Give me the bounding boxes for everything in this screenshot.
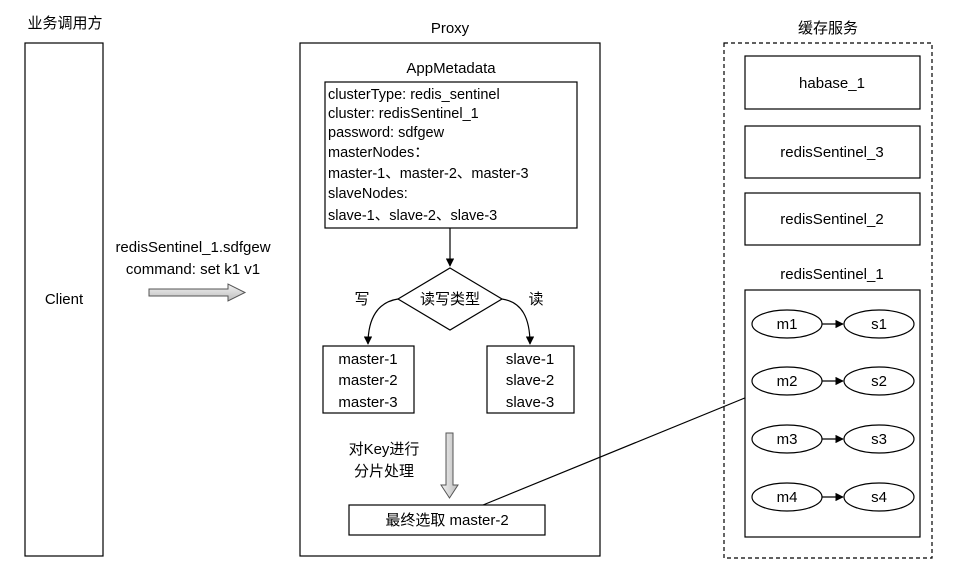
cache-container (723, 42, 933, 559)
node-s2-label: s2 (871, 373, 887, 390)
request-line-2: command: set k1 v1 (126, 261, 260, 278)
node-m1-label: m1 (777, 316, 798, 333)
service-redis-sentinel-2-label: redisSentinel_2 (780, 211, 883, 228)
service-habase-1 (744, 55, 921, 110)
metadata-line-7: slave-1、slave-2、slave-3 (328, 208, 497, 224)
shard-line-1: 对Key进行 (349, 441, 420, 458)
master-item-1: master-1 (338, 351, 397, 368)
metadata-line-3: password: sdfgew (328, 125, 445, 141)
request-line-1: redisSentinel_1.sdfgew (115, 239, 270, 256)
node-s3-label: s3 (871, 431, 887, 448)
decision-diamond (396, 267, 504, 331)
shard-line-2: 分片处理 (354, 463, 414, 480)
service-redis-sentinel-3 (744, 125, 921, 179)
metadata-line-2: cluster: redisSentinel_1 (328, 106, 479, 122)
shard-fat-arrow (440, 432, 459, 499)
caller-heading: 业务调用方 (27, 15, 102, 32)
decision-label: 读写类型 (420, 291, 480, 308)
metadata-title: AppMetadata (406, 60, 496, 77)
node-s3 (843, 424, 915, 454)
final-selection-box (348, 504, 546, 536)
service-redis-sentinel-3-label: redisSentinel_3 (780, 144, 883, 161)
client-box (24, 42, 104, 557)
slave-item-2: slave-2 (506, 372, 554, 389)
metadata-line-6: slaveNodes: (328, 186, 408, 202)
write-label: 写 (354, 291, 369, 308)
metadata-line-1: clusterType: redis_sentinel (328, 87, 500, 103)
node-m4-label: m4 (777, 489, 798, 506)
slave-item-3: slave-3 (506, 394, 554, 411)
write-branch-arrow (363, 298, 399, 345)
node-s1-label: s1 (871, 316, 887, 333)
service-redis-sentinel-2 (744, 192, 921, 246)
sentinel-1-title: redisSentinel_1 (780, 266, 883, 283)
read-branch-arrow (501, 298, 535, 345)
metadata-line-5: master-1、master-2、master-3 (328, 166, 529, 182)
metadata-box (324, 81, 578, 229)
request-fat-arrow (148, 283, 247, 302)
cache-heading: 缓存服务 (798, 20, 858, 37)
service-habase-1-label: habase_1 (799, 75, 865, 92)
proxy-heading: Proxy (431, 20, 470, 37)
masters-box (322, 345, 415, 414)
node-s4-label: s4 (871, 489, 887, 506)
read-label: 读 (528, 291, 543, 308)
node-m3-label: m3 (777, 431, 798, 448)
node-s4 (843, 482, 915, 512)
master-item-3: master-3 (338, 394, 397, 411)
final-selection-label: 最终选取 master-2 (385, 512, 508, 529)
master-item-2: master-2 (338, 372, 397, 389)
metadata-line-4: masterNodes： (328, 145, 429, 161)
client-label: Client (45, 291, 84, 308)
node-m2-label: m2 (777, 373, 798, 390)
route-to-m2-arrow (482, 391, 758, 506)
node-s2 (843, 366, 915, 396)
node-s1 (843, 309, 915, 339)
slave-item-1: slave-1 (506, 351, 554, 368)
slaves-box (486, 345, 575, 414)
